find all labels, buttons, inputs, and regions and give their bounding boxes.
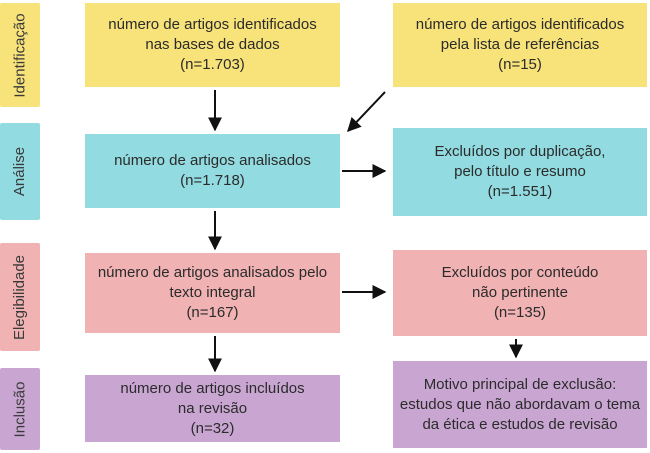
stage-analise: Análise: [0, 123, 40, 220]
arrow-references-to-analyzed: [347, 91, 386, 133]
box-line: número de artigos identificados: [415, 16, 625, 33]
stage-inclusao-label: Inclusão: [11, 381, 29, 437]
box-line: (n=167): [186, 304, 239, 321]
stage-elegibilidade: Elegibilidade: [0, 243, 40, 351]
box-line: Excluídos por duplicação,: [434, 143, 606, 160]
box-excluded-duplication: Excluídos por duplicação, pelo título e …: [393, 128, 647, 216]
box-full-text: número de artigos analisados pelo texto …: [85, 253, 340, 333]
box-line: nas bases de dados: [145, 36, 280, 53]
stage-inclusao: Inclusão: [0, 368, 40, 450]
box-line: (n=32): [190, 419, 235, 437]
box-line: texto integral: [169, 284, 256, 301]
box-line: não pertinente: [472, 284, 568, 301]
box-line: (n=1.703): [180, 56, 245, 73]
box-line: pela lista de referências: [440, 36, 600, 53]
box-identified-databases: número de artigos identificados nas base…: [85, 3, 340, 87]
box-line: (n=1.718): [180, 172, 245, 189]
box-identified-references: número de artigos identificados pela lis…: [393, 3, 647, 87]
box-line: na revisão: [177, 399, 248, 417]
box-line: pelo título e resumo: [454, 163, 586, 180]
box-line: (n=135): [493, 304, 547, 321]
box-line: número de artigos incluídos: [120, 379, 305, 397]
stage-elegibilidade-label: Elegibilidade: [11, 254, 29, 340]
box-line: da ética e estudos de revisão: [422, 415, 618, 433]
box-line: (n=1.551): [487, 183, 553, 200]
box-excluded-content: Excluídos por conteúdo não pertinente (n…: [393, 250, 647, 336]
box-analyzed: número de artigos analisados (n=1.718): [85, 134, 340, 208]
box-exclusion-reason: Motivo principal de exclusão: estudos qu…: [393, 361, 647, 448]
box-line: número de artigos analisados pelo: [97, 264, 328, 281]
box-line: (n=15): [498, 56, 542, 73]
box-included: número de artigos incluídos na revisão (…: [85, 375, 340, 442]
box-line: Excluídos por conteúdo: [441, 264, 599, 281]
box-line: número de artigos identificados: [108, 16, 317, 33]
box-line: número de artigos analisados: [114, 152, 311, 169]
box-line: estudos que não abordavam o tema: [399, 395, 641, 413]
stage-identificacao-label: Identificação: [11, 12, 29, 98]
stage-identificacao: Identificação: [0, 3, 40, 107]
box-line: Motivo principal de exclusão:: [423, 375, 617, 393]
stage-analise-label: Análise: [11, 146, 29, 197]
